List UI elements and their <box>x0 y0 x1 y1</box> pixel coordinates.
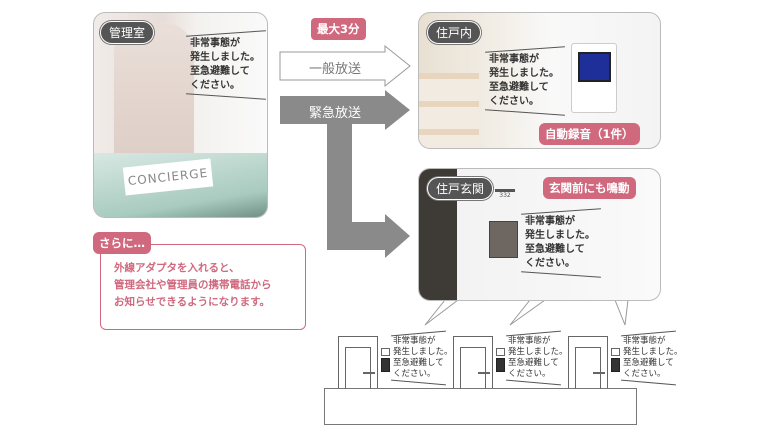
nameplate-icon <box>611 348 620 356</box>
monitor-screen <box>578 52 611 82</box>
note-text: 外線アダプタを入れると、 管理会社や管理員の携帯電話から お知らせできるようにな… <box>114 262 272 308</box>
entrance-panel: 332 住戸玄関 玄関前にも鳴動 非常事態が 発生しました。 至急避難して くだ… <box>418 168 661 301</box>
emergency-broadcast-label: 緊急放送 <box>308 106 361 121</box>
door-1 <box>338 336 378 389</box>
corridor-message-3: 非常事態が 発生しました。 至急避難して ください。 <box>623 333 683 383</box>
speech-tails <box>424 299 629 326</box>
max-time-badge: 最大3分 <box>311 18 366 40</box>
general-broadcast-arrow <box>279 44 411 88</box>
door-3 <box>568 336 608 389</box>
door-2 <box>453 336 493 389</box>
office-label: 管理室 <box>100 21 155 44</box>
auto-record-badge: 自動録音（1件） <box>539 123 640 145</box>
entrance-ring-badge: 玄関前にも鳴動 <box>543 177 636 199</box>
unit-panel: 住戸内 非常事態が 発生しました。 至急避難して ください。 自動録音（1件） <box>418 12 661 149</box>
unit-label: 住戸内 <box>427 21 482 44</box>
person-photo <box>114 23 194 173</box>
emergency-branch-arrow <box>327 124 410 258</box>
unit-message: 非常事態が 発生しました。 至急避難して ください。 <box>489 49 559 113</box>
intercom-icon <box>611 358 620 372</box>
general-broadcast-label: 一般放送 <box>308 62 361 77</box>
office-panel: CONCIERGE 管理室 非常事態が 発生しました。 至急避難して ください。 <box>93 12 268 218</box>
corridor-base <box>324 388 637 425</box>
office-message: 非常事態が 発生しました。 至急避難して ください。 <box>190 33 260 97</box>
intercom-icon <box>381 358 390 372</box>
room-number-plate: 332 <box>495 189 515 199</box>
entrance-label: 住戸玄関 <box>427 177 494 200</box>
entrance-intercom <box>489 221 518 258</box>
corridor-message-2: 非常事態が 発生しました。 至急避難して ください。 <box>508 333 568 383</box>
corridor-message-1: 非常事態が 発生しました。 至急避難して ください。 <box>393 333 453 383</box>
intercom-icon <box>496 358 505 372</box>
shelves-photo <box>419 73 479 148</box>
note-box <box>100 244 306 330</box>
entrance-message: 非常事態が 発生しました。 至急避難して ください。 <box>525 211 595 275</box>
nameplate-icon <box>496 348 505 356</box>
note-badge: さらに… <box>93 232 151 254</box>
emergency-broadcast-arrow <box>280 90 410 130</box>
nameplate-icon <box>381 348 390 356</box>
intercom-monitor <box>571 43 617 113</box>
